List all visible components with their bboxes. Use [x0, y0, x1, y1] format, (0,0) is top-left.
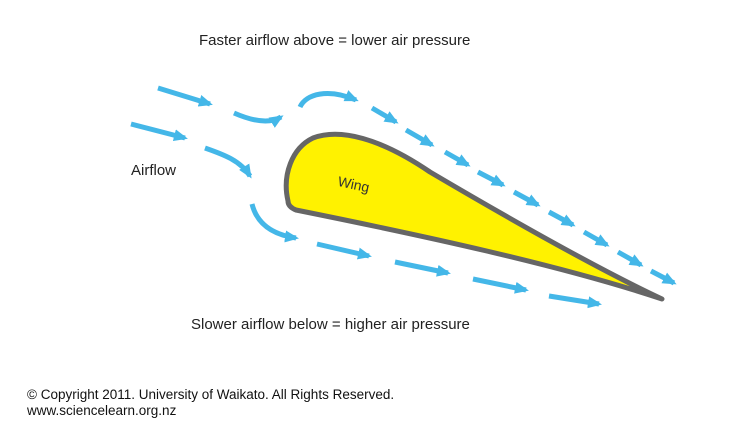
wing-shape — [283, 131, 665, 302]
airflow-arrow — [297, 90, 359, 109]
airflow-arrow — [370, 105, 399, 125]
airflow-arrow — [157, 85, 213, 107]
lower-airflow-arrows — [130, 121, 602, 309]
website-url: www.sciencelearn.org.nz — [27, 403, 177, 418]
airflow-arrow — [204, 145, 253, 179]
airflow-arrow — [443, 149, 471, 168]
airflow-arrow — [476, 169, 506, 188]
airflow-arrow — [582, 229, 610, 248]
airflow-arrow — [130, 121, 188, 142]
airflow-arrow — [316, 241, 372, 260]
airflow-label: Airflow — [131, 162, 177, 179]
airflow-arrow — [472, 276, 529, 294]
airflow-arrow — [249, 203, 299, 243]
lower-airflow-caption: Slower airflow below = higher air pressu… — [191, 316, 470, 333]
airflow-arrow — [548, 293, 602, 309]
airflow-arrow — [394, 259, 451, 277]
airflow-arrow — [649, 268, 677, 286]
upper-airflow-arrows — [157, 85, 677, 286]
upper-airflow-caption: Faster airflow above = lower air pressur… — [199, 32, 471, 49]
airflow-arrow — [512, 189, 541, 208]
airflow-arrow — [232, 110, 284, 128]
copyright-notice: © Copyright 2011. University of Waikato.… — [27, 387, 395, 402]
airflow-arrow — [547, 209, 576, 228]
airflow-arrow — [616, 249, 644, 268]
airflow-arrow — [404, 127, 435, 148]
